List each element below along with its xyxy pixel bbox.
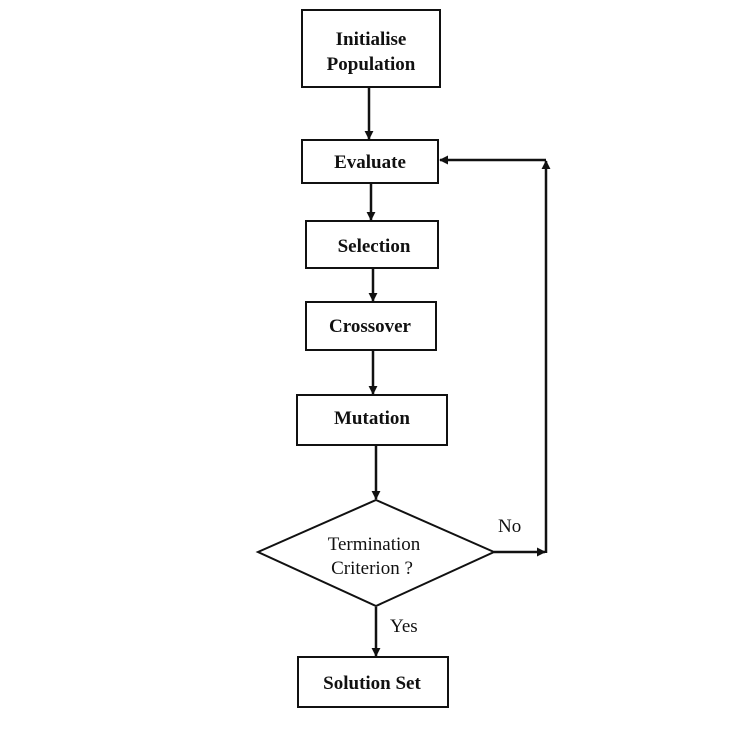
mutation-node: Mutation <box>296 394 448 446</box>
initialise-population-node: Initialise Population <box>301 9 441 88</box>
initialise-population-label-line2: Population <box>327 54 416 75</box>
selection-label: Selection <box>338 236 411 257</box>
termination-criterion-label-line2: Criterion ? <box>331 558 413 579</box>
initialise-population-label-line1: Initialise <box>336 29 407 50</box>
termination-criterion-node: Termination Criterion ? <box>255 498 497 608</box>
edge-label-no: No <box>498 516 521 537</box>
solution-set-label: Solution Set <box>323 673 421 694</box>
edge-label-yes: Yes <box>390 616 418 637</box>
mutation-label: Mutation <box>334 408 410 429</box>
evaluate-label: Evaluate <box>334 152 406 173</box>
crossover-node: Crossover <box>305 301 437 351</box>
evaluate-node: Evaluate <box>301 139 439 184</box>
crossover-label: Crossover <box>329 316 412 337</box>
solution-set-node: Solution Set <box>297 656 449 708</box>
termination-criterion-label-line1: Termination <box>328 534 421 555</box>
selection-node: Selection <box>305 220 439 269</box>
